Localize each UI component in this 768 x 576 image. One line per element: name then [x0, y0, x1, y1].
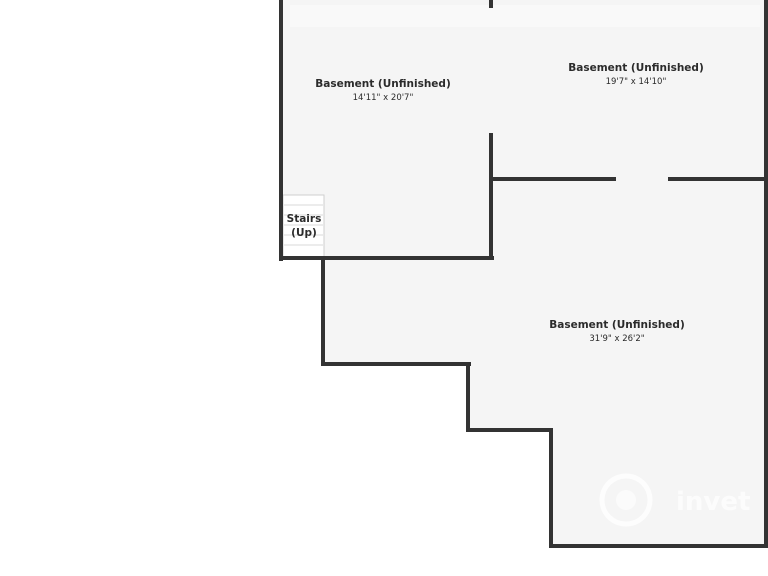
- watermark-logo: invet: [599, 473, 750, 527]
- room-dimensions: 14'11" x 20'7": [353, 93, 414, 103]
- room-name: Basement (Unfinished): [315, 78, 451, 90]
- stairs-label-line2: (Up): [291, 227, 317, 239]
- room-upper-right: Basement (Unfinished) 19'7" x 14'10": [568, 62, 704, 87]
- top-watermark-strip: [290, 5, 760, 27]
- floor-area: [281, 0, 768, 546]
- room-name: Basement (Unfinished): [549, 319, 685, 331]
- watermark-text: invet: [676, 487, 750, 517]
- room-lower: Basement (Unfinished) 31'9" x 26'2": [549, 319, 685, 344]
- stairs: Stairs (Up): [282, 194, 325, 260]
- room-upper-left: Basement (Unfinished) 14'11" x 20'7": [315, 78, 451, 103]
- room-name: Basement (Unfinished): [568, 62, 704, 74]
- walls: [279, 0, 768, 548]
- stairs-label-line1: Stairs: [287, 213, 322, 225]
- room-dimensions: 31'9" x 26'2": [589, 334, 644, 344]
- room-dimensions: 19'7" x 14'10": [606, 77, 667, 87]
